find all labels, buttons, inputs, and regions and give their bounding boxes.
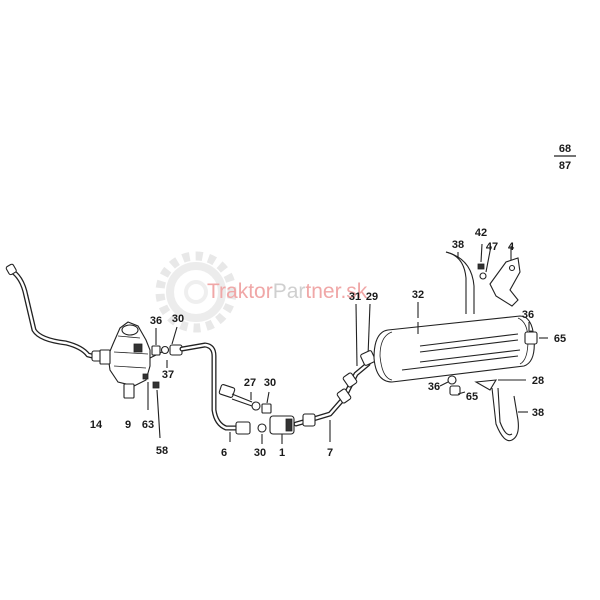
page-number-bottom: 87 [559, 160, 571, 172]
page-number: 68 87 [554, 143, 576, 172]
fittings-tank-bottom [439, 375, 526, 396]
fittings-compressor-outlet [151, 326, 183, 368]
label-65-right: 65 [554, 333, 566, 345]
label-30-middle: 30 [264, 377, 276, 389]
watermark-text-b: Par [273, 280, 306, 303]
strap-top [445, 251, 475, 314]
label-36-bottom: 36 [428, 381, 440, 393]
label-1: 1 [279, 447, 285, 459]
watermark-text-a: Traktor [207, 280, 273, 303]
label-42: 42 [475, 227, 487, 239]
label-37: 37 [162, 369, 174, 381]
watermark-gear-icon [155, 251, 237, 333]
pipe-7 [293, 361, 371, 442]
label-6: 6 [221, 447, 227, 459]
label-30-bottom: 30 [254, 447, 266, 459]
fittings-31-29 [355, 303, 376, 367]
pipe-6 [179, 342, 251, 442]
label-27: 27 [244, 377, 256, 389]
bolts [142, 373, 161, 439]
label-38-bottom: 38 [532, 407, 544, 419]
label-58: 58 [156, 445, 168, 457]
fittings-tank-right [524, 322, 548, 345]
part-1-valve [257, 415, 295, 444]
label-30-top: 30 [172, 313, 184, 325]
pipe-14 [5, 263, 105, 362]
label-9: 9 [125, 419, 131, 431]
label-38-top: 38 [452, 239, 464, 251]
label-32: 32 [412, 289, 424, 301]
part-27-assembly [218, 384, 272, 414]
watermark: TraktorPartner.sk [155, 251, 368, 333]
label-47: 47 [486, 241, 498, 253]
label-63: 63 [142, 419, 154, 431]
label-31: 31 [349, 291, 361, 303]
label-4: 4 [508, 241, 515, 253]
label-28: 28 [532, 375, 544, 387]
compressor [99, 321, 163, 399]
bracket-4 [477, 243, 521, 307]
watermark-text-c: tner.sk [305, 280, 367, 303]
air-tank [373, 302, 535, 383]
strap-bottom [491, 387, 528, 442]
watermark-text: TraktorPartner.sk [207, 280, 368, 303]
label-7: 7 [327, 447, 333, 459]
label-36-left: 36 [150, 315, 162, 327]
label-65-bottom: 65 [466, 391, 478, 403]
page-number-top: 68 [559, 143, 571, 155]
label-36-right: 36 [522, 309, 534, 321]
label-14: 14 [90, 419, 103, 431]
part-labels: 14 9 63 58 36 30 37 27 30 6 30 1 7 31 29… [90, 227, 566, 459]
label-29: 29 [366, 291, 378, 303]
